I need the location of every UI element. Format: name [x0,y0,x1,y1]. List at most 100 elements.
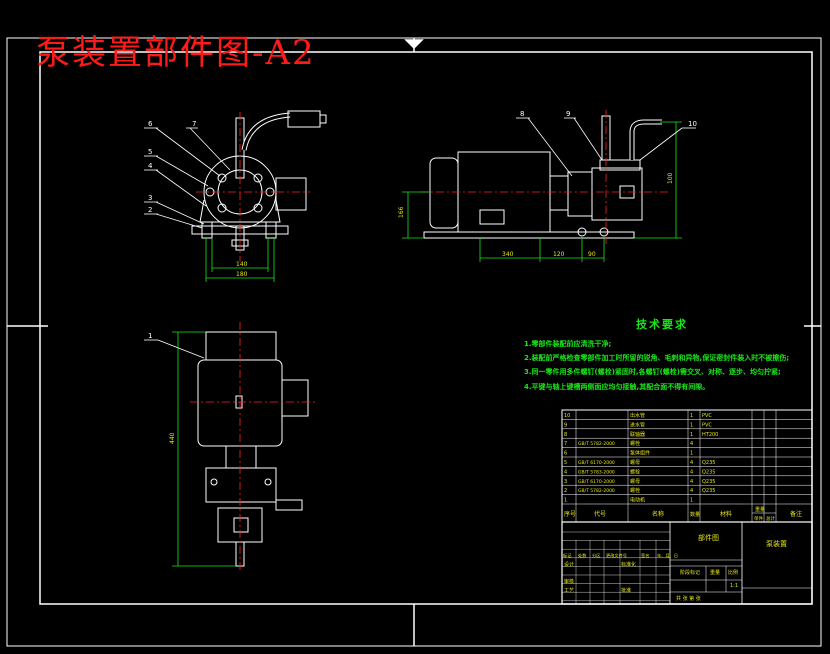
bom-cell-name: 螺母 [630,459,640,466]
title-block-role-design: 设计 [564,561,574,568]
balloon-7: 7 [192,120,196,128]
centering-marks [7,38,821,646]
bom-cell-name: 螺栓 [630,468,640,475]
sign-label: 处数 [578,552,587,559]
bom-cell-index: 2 [564,488,567,494]
bom-cell-code: GB/T 5782-2000 [578,441,615,447]
balloon-1: 1 [148,332,152,340]
bom-cell-qty: 1 [690,422,693,428]
bom-row: 3 GB/T 6170-2000 螺母 4 Q235 [564,478,715,485]
bom-header-qty: 数量 [690,511,700,518]
dim-side-height: 166 [398,206,405,218]
bom-cell-qty: 4 [690,469,693,475]
bom-cell-material: PVC [702,413,712,419]
bom-cell-name: 螺母 [630,478,640,485]
bom-header-material: 材料 [720,510,732,518]
bom-cell-qty: 1 [690,498,693,504]
bom-cell-code: GB/T 6170-2000 [578,479,615,485]
drawing-title: 泵装置部件图-A2 [36,33,316,73]
bom-cell-index: 9 [564,422,567,428]
bom-cell-name: 联轴器 [630,431,645,438]
bom-cell-code: GB/T 6170-2000 [578,460,615,466]
dim-side-right-height: 100 [667,172,674,184]
dim-front-outer: 180 [236,271,248,278]
side-dimensions [402,121,682,262]
bom-cell-index: 6 [564,451,567,457]
plan-view [197,331,309,567]
balloon-9: 9 [566,110,570,118]
bom-cell-code: GB/T 5783-2000 [578,469,615,475]
bom-cell-material: Q235 [702,460,715,466]
front-view [191,110,327,251]
balloon-8: 8 [520,110,524,118]
title-block-role-review: 审核 [564,578,574,585]
bom-cell-qty: 4 [690,460,693,466]
technical-requirement-3: 3.同一零件用多件螺钉(螺栓)紧固时,各螺钉(螺栓)需交叉、对称、逐步、均匀拧紧… [524,368,781,376]
balloon-10: 10 [688,120,697,128]
title-block-stage-label: 阶段标记 [680,569,700,576]
bom-cell-index: 10 [564,413,570,419]
title-block-drawing-name: 部件图 [698,533,719,542]
bom-cell-index: 3 [564,479,567,485]
bom-cell-material: HT200 [702,432,718,438]
bom-cell-material: Q235 [702,488,715,494]
bom-cell-qty: 4 [690,441,693,447]
side-centerlines [420,110,670,244]
bom-header-code: 代号 [594,510,606,518]
balloon-4: 4 [148,162,153,170]
bom-cell-index: 7 [564,441,567,447]
plan-leader [144,339,205,359]
bom-header-name: 名称 [652,510,664,518]
bom-header-row: 序号代号名称数量材料重量单件总计备注 [564,506,802,522]
title-block-std-label: 标准化 [621,561,636,568]
inner-frame [39,51,813,605]
bom-row: 8 联轴器 1 HT200 [564,431,718,438]
plan-centerlines [190,322,316,570]
technical-requirements-heading: 技术要求 [636,318,688,331]
technical-requirement-1: 1.零部件装配前应清洗干净; [524,340,612,348]
bom-cell-code: GB/T 5782-2000 [578,488,615,494]
bom-cell-qty: 4 [690,479,693,485]
bom-row: 7 GB/T 5782-2000 螺栓 4 [564,440,693,447]
side-view [423,115,662,239]
bom-cell-name: 螺栓 [630,440,640,447]
bom-row: 6 泵体组件 1 [564,450,693,457]
title-block-approve-label: 批准 [621,587,631,594]
balloon-5: 5 [148,148,152,156]
title-block-role-process: 工艺 [564,588,574,594]
bom-cell-index: 8 [564,432,567,438]
bom-header-remark: 备注 [790,510,802,518]
outer-frame [6,37,822,647]
title-block-scale-label: 比例 [728,569,738,576]
bom-header-total: 总计 [766,515,775,522]
bom-cell-qty: 1 [690,413,693,419]
bom-cell-qty: 1 [690,432,693,438]
title-block-sheet: 共 张 第 张 [676,595,701,602]
front-dimensions [205,238,275,282]
sign-label: 年、月、日 [657,552,678,559]
title-block-sign-row: 标记处数分区更改文件号签名年、月、日 [563,552,678,559]
front-centerlines [196,112,310,262]
balloon-6: 6 [148,120,153,128]
bom-cell-qty: 1 [690,451,693,457]
dim-front-inner: 140 [236,261,248,268]
bom-cell-index: 1 [564,498,567,504]
dim-side-base-1: 340 [502,251,514,258]
bom-cell-name: 出水管 [630,412,645,419]
title-block-weight-label: 重量 [710,569,720,576]
bom-header-index: 序号 [564,510,576,518]
bom-cell-name: 螺栓 [630,487,640,494]
bom-cell-name: 泵体组件 [630,450,650,457]
bom-cell-index: 4 [564,469,567,475]
bom-cell-material: Q235 [702,479,715,485]
sign-label: 更改文件号 [606,552,627,559]
dim-side-base-3: 90 [588,251,596,258]
sign-label: 分区 [592,552,600,559]
balloon-2: 2 [148,206,152,214]
